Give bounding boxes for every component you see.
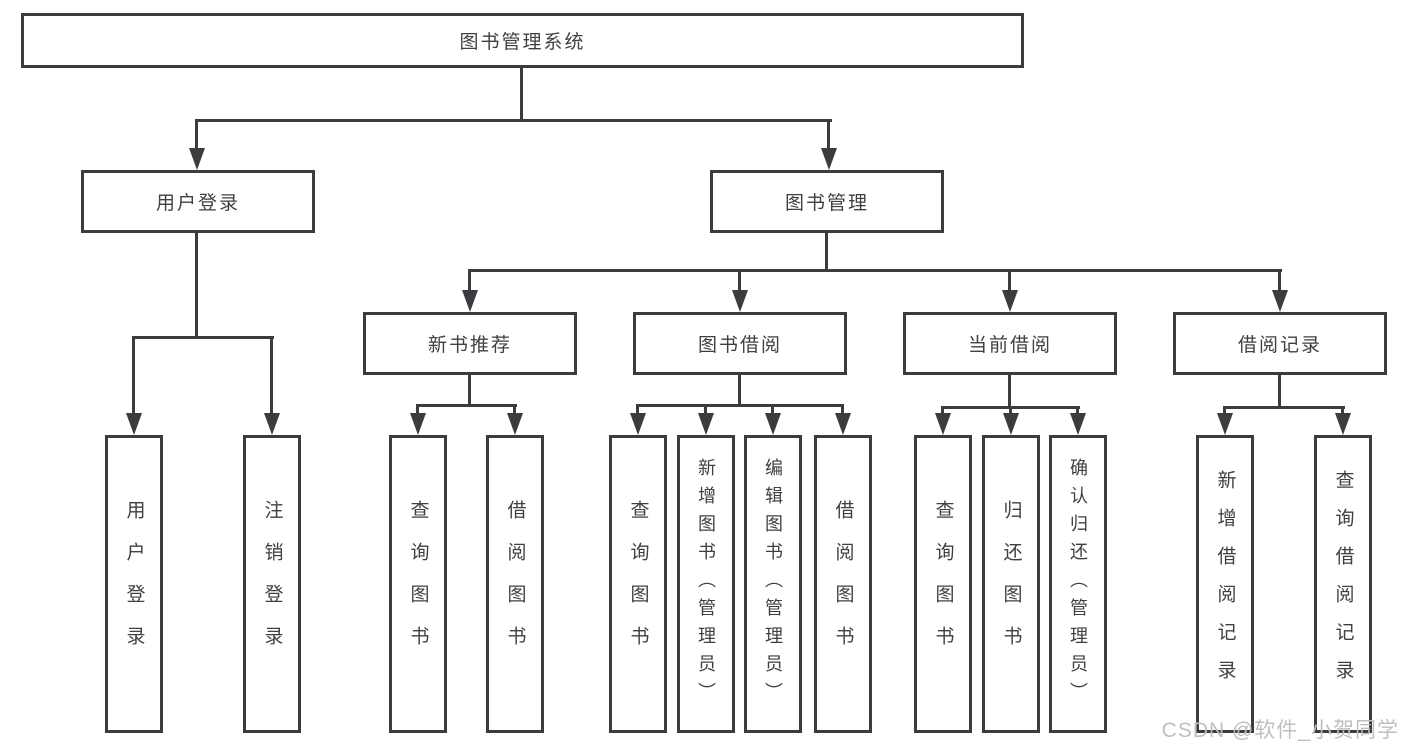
connector-line: [416, 405, 419, 415]
connector-line: [636, 404, 844, 407]
watermark-text: CSDN @软件_小贺同学: [1161, 719, 1399, 742]
node-query-borrow-record: 查询借阅记录: [1314, 435, 1372, 733]
node-label: 确认归还（管理员）: [1068, 458, 1088, 710]
arrowhead-icon: [1217, 413, 1233, 435]
arrowhead-icon: [126, 413, 142, 435]
connector-line: [1278, 270, 1281, 292]
node-label: 新增借阅记录: [1214, 470, 1236, 698]
connector-line: [1341, 407, 1344, 415]
node-label: 用户登录: [123, 500, 145, 668]
node-label: 图书管理系统: [459, 32, 586, 53]
arrowhead-icon: [630, 413, 646, 435]
node-label: 借阅记录: [1237, 335, 1322, 356]
connector-line: [738, 270, 741, 292]
arrowhead-icon: [821, 148, 837, 170]
connector-line: [195, 119, 832, 122]
node-label: 借阅图书: [504, 500, 526, 668]
arrowhead-icon: [765, 413, 781, 435]
node-label: 当前借阅: [967, 335, 1052, 356]
node-label: 归还图书: [1000, 500, 1022, 668]
node-user-login-branch: 用户登录: [81, 170, 315, 233]
node-add-borrow-record: 新增借阅记录: [1196, 435, 1254, 733]
node-query-books-borrowing: 查询图书: [609, 435, 667, 733]
arrowhead-icon: [189, 148, 205, 170]
connector-line: [1278, 375, 1281, 408]
connector-line: [195, 233, 198, 338]
connector-line: [771, 405, 774, 415]
arrowhead-icon: [410, 413, 426, 435]
arrowhead-icon: [1003, 413, 1019, 435]
connector-line: [270, 337, 273, 415]
node-new-book-recommend: 新书推荐: [363, 312, 577, 375]
node-system: 图书管理系统: [21, 13, 1024, 68]
connector-line: [416, 404, 517, 407]
node-label: 查询图书: [932, 500, 954, 668]
connector-line: [841, 405, 844, 415]
connector-line: [132, 337, 135, 415]
connector-line: [520, 68, 523, 122]
node-edit-book-admin: 编辑图书（管理员）: [744, 435, 802, 733]
node-confirm-return-admin: 确认归还（管理员）: [1049, 435, 1107, 733]
connector-line: [738, 375, 741, 406]
connector-line: [1223, 406, 1345, 409]
connector-line: [825, 233, 828, 271]
connector-line: [1008, 270, 1011, 292]
node-query-books-recommend: 查询图书: [389, 435, 447, 733]
node-current-borrowing: 当前借阅: [903, 312, 1117, 375]
node-query-books-current: 查询图书: [914, 435, 972, 733]
connector-line: [1008, 375, 1011, 408]
node-return-books: 归还图书: [982, 435, 1040, 733]
node-label: 查询借阅记录: [1332, 470, 1354, 698]
arrowhead-icon: [1002, 290, 1018, 312]
connector-line: [1076, 407, 1079, 415]
node-add-book-admin: 新增图书（管理员）: [677, 435, 735, 733]
node-label: 查询图书: [407, 500, 429, 668]
connector-line: [468, 270, 471, 292]
node-label: 查询图书: [627, 500, 649, 668]
node-borrowing-records: 借阅记录: [1173, 312, 1387, 375]
connector-line: [468, 375, 471, 406]
node-label: 图书借阅: [697, 335, 782, 356]
arrowhead-icon: [1272, 290, 1288, 312]
arrowhead-icon: [935, 413, 951, 435]
node-logout: 注销登录: [243, 435, 301, 733]
arrowhead-icon: [1335, 413, 1351, 435]
node-label: 编辑图书（管理员）: [763, 458, 783, 710]
arrowhead-icon: [462, 290, 478, 312]
arrowhead-icon: [698, 413, 714, 435]
node-label: 用户登录: [155, 193, 240, 214]
arrowhead-icon: [264, 413, 280, 435]
arrowhead-icon: [732, 290, 748, 312]
connector-line: [636, 405, 639, 415]
connector-line: [1223, 407, 1226, 415]
arrowhead-icon: [835, 413, 851, 435]
connector-line: [195, 120, 198, 150]
node-book-management: 图书管理: [710, 170, 944, 233]
connector-line: [941, 407, 944, 415]
node-label: 新增图书（管理员）: [696, 458, 716, 710]
connector-line: [132, 336, 274, 339]
node-label: 图书管理: [784, 193, 869, 214]
node-label: 借阅图书: [832, 500, 854, 668]
node-user-login: 用户登录: [105, 435, 163, 733]
node-borrow-books-recommend: 借阅图书: [486, 435, 544, 733]
connector-line: [827, 120, 830, 150]
arrowhead-icon: [507, 413, 523, 435]
connector-line: [1009, 407, 1012, 415]
connector-line: [704, 405, 707, 415]
node-borrow-books: 借阅图书: [814, 435, 872, 733]
arrowhead-icon: [1070, 413, 1086, 435]
node-book-borrowing: 图书借阅: [633, 312, 847, 375]
node-label: 注销登录: [261, 500, 283, 668]
connector-line: [513, 405, 516, 415]
node-label: 新书推荐: [427, 335, 512, 356]
connector-line: [468, 269, 1282, 272]
